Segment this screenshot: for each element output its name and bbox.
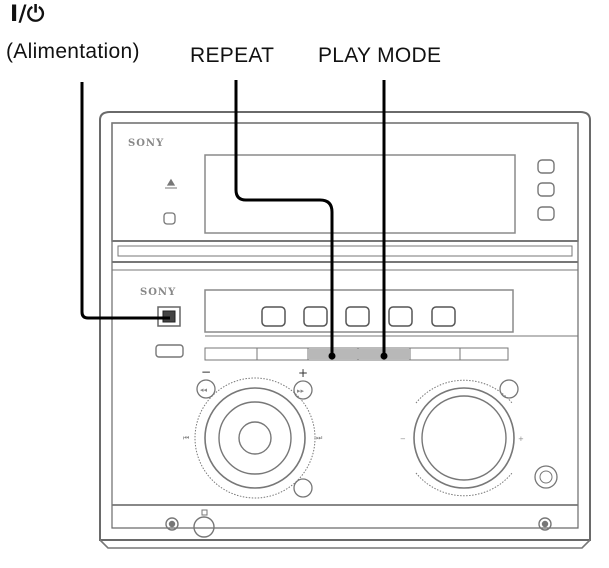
brand-logo-middle: SONY: [140, 287, 176, 298]
top-left-controls: [163, 178, 177, 225]
top-right-button-2[interactable]: [537, 182, 555, 197]
top-right-buttons: [537, 159, 555, 221]
panel-button-3[interactable]: [345, 306, 370, 327]
repeat-leader-dot: [328, 352, 336, 360]
right-top-button[interactable]: [499, 379, 519, 399]
panel-buttons: [261, 306, 456, 327]
volume-dial[interactable]: [413, 379, 515, 497]
power-callout-label: (Alimentation): [6, 40, 140, 63]
headphone-jack[interactable]: [193, 516, 215, 538]
brand-logo-top: SONY: [128, 138, 164, 149]
fast-forward-button[interactable]: [293, 380, 313, 400]
top-section: [111, 122, 579, 257]
power-leader-line: [80, 82, 170, 320]
callout-lines: [80, 80, 386, 356]
right-small-buttons: [499, 379, 558, 489]
repeat-leader-line: [234, 80, 334, 356]
volume-plus-mark: +: [518, 435, 524, 443]
minus-sign-left: −: [201, 365, 211, 379]
panel-button-2[interactable]: [303, 306, 328, 327]
next-track-icon: ⏭: [316, 434, 323, 442]
volume-minus-mark: −: [400, 435, 406, 443]
playmode-callout-label: PLAY MODE: [318, 44, 442, 67]
rewind-icon: ◂◂: [200, 386, 208, 394]
fast-forward-icon: ▸▸: [297, 387, 305, 395]
function-button[interactable]: [155, 344, 184, 358]
top-right-button-3[interactable]: [537, 206, 555, 221]
previous-track-icon: ⏮: [183, 434, 189, 442]
bottom-panel: [99, 504, 591, 549]
panel-button-1[interactable]: [261, 306, 286, 327]
top-right-button-1[interactable]: [537, 159, 555, 174]
rewind-button[interactable]: [196, 379, 216, 399]
middle-section: [112, 261, 578, 361]
left-bottom-button[interactable]: [293, 478, 313, 498]
right-bottom-knob[interactable]: [534, 465, 558, 489]
playmode-leader-dot: [380, 352, 388, 360]
panel-button-5[interactable]: [431, 306, 456, 327]
repeat-callout-label: REPEAT: [190, 44, 275, 67]
power-symbol-label: I/⏻: [10, 2, 45, 27]
panel-button-4[interactable]: [388, 306, 413, 327]
left-jog-dial[interactable]: [194, 377, 316, 499]
plus-sign-left: +: [298, 366, 308, 380]
left-small-buttons: [196, 379, 313, 498]
